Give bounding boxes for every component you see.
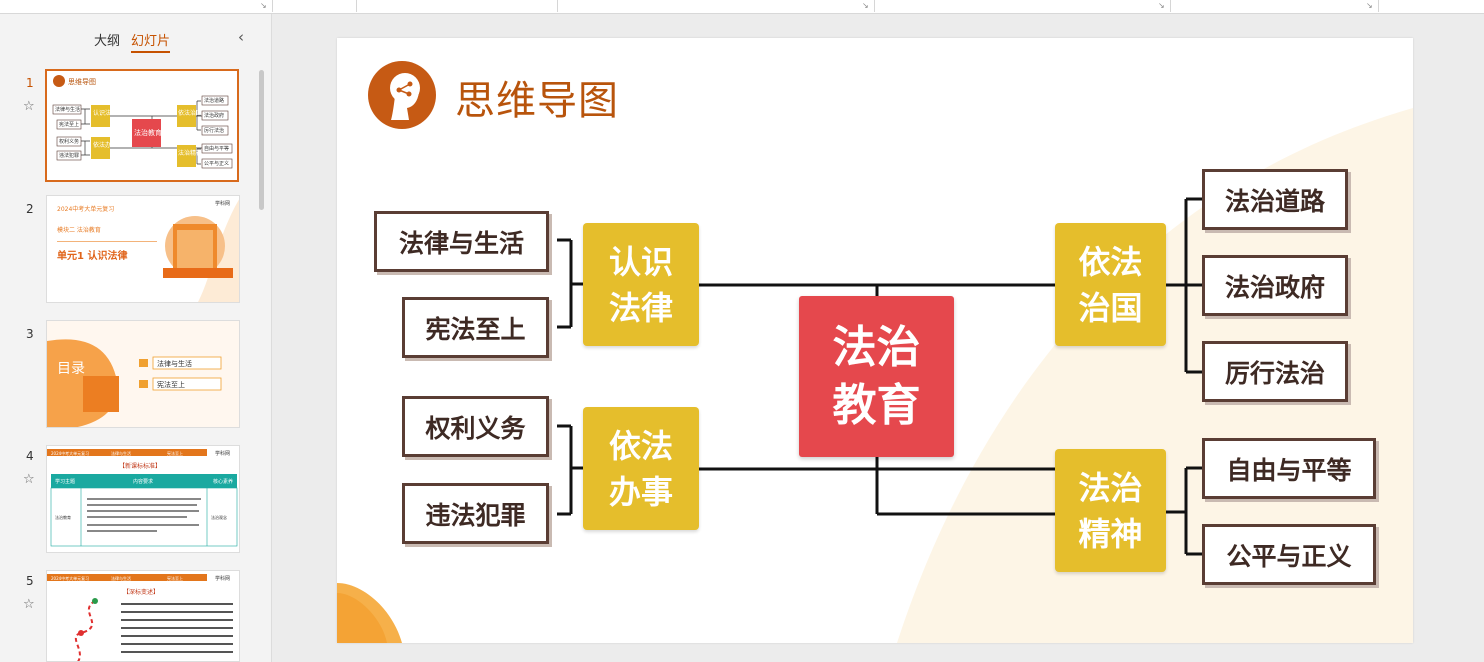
leaf-node[interactable]: 违法犯罪 xyxy=(402,483,549,544)
leaf-node[interactable]: 权利义务 xyxy=(402,396,549,457)
tab-slides[interactable]: 幻灯片 xyxy=(131,30,170,49)
thumb5-bar: 法律与生活 xyxy=(111,575,131,581)
slide-number: 1 xyxy=(26,76,34,90)
thumb4-bar: 法律与生活 xyxy=(111,450,131,456)
ribbon-strip: ↘ ↘ ↘ ↘ xyxy=(0,0,1484,14)
star-icon[interactable]: ☆ xyxy=(23,472,35,487)
category-node[interactable]: 依法 治国 xyxy=(1055,223,1166,346)
thumb4-brand: 学科网 xyxy=(215,450,230,457)
slide-thumbnail-5[interactable]: 2024中考大单元复习 法律与生活 宪法至上 学科网 【深标变述】 xyxy=(46,570,240,662)
tab-outline[interactable]: 大纲 xyxy=(94,30,120,49)
slides-panel: 大纲 幻灯片 ‹ 1 ☆ 思维导图 法律与生活 xyxy=(0,14,272,662)
star-icon[interactable]: ☆ xyxy=(23,99,35,114)
category-node[interactable]: 依法 办事 xyxy=(583,407,699,530)
thumb1-leaf: 宪法至上 xyxy=(59,121,79,128)
ribbon-separator xyxy=(1170,0,1171,12)
category-node[interactable]: 认识 法律 xyxy=(583,223,699,346)
thumb4-col: 核心素养 xyxy=(213,478,233,485)
thumb1-title: 思维导图 xyxy=(68,77,96,86)
collapse-panel-icon[interactable]: ‹ xyxy=(238,28,244,46)
thumbnail-3-preview: 目录 法律与生活 宪法至上 xyxy=(47,321,240,428)
thumbnail-2-preview: 2024中考大单元复习 学科网 模块二 法治教育 单元1 认识法律 xyxy=(47,196,240,303)
thumb3-toc: 目录 xyxy=(57,361,85,377)
thumbnail-4-preview: 2024中考大单元复习 法律与生活 宪法至上 学科网 【新课标标准】 学习主题 … xyxy=(47,446,240,553)
brain-icon xyxy=(368,61,436,129)
thumb4-col: 内容要求 xyxy=(133,478,153,485)
thumb4-literacy: 法治观念 xyxy=(211,514,227,520)
slide-number: 2 xyxy=(26,202,34,216)
ribbon-separator xyxy=(1378,0,1379,12)
ribbon-separator xyxy=(874,0,875,12)
thumb1-leaf: 厉行法治 xyxy=(204,127,224,134)
thumb1-cat: 依法治国 xyxy=(178,109,202,117)
dialog-launcher-icon[interactable]: ↘ xyxy=(862,1,869,11)
thumb1-leaf: 自由与平等 xyxy=(204,145,229,152)
dialog-launcher-icon[interactable]: ↘ xyxy=(1158,1,1165,11)
thumb4-theme: 法治教育 xyxy=(55,514,71,520)
leaf-node[interactable]: 法律与生活 xyxy=(374,211,549,272)
thumb5-bar: 宪法至上 xyxy=(167,575,183,581)
thumb1-cat: 认识法律 xyxy=(93,109,117,117)
slide-thumbnail-3[interactable]: 目录 法律与生活 宪法至上 xyxy=(46,320,240,428)
thumb1-center: 法治教育 xyxy=(134,128,162,137)
dialog-launcher-icon[interactable]: ↘ xyxy=(1366,1,1373,11)
thumb2-module: 模块二 法治教育 xyxy=(57,226,101,234)
thumb5-bar: 2024中考大单元复习 xyxy=(51,575,89,581)
slide-canvas[interactable]: 思维导图 法律与生活 宪法至上 权利义务 违法犯罪 认识 法律 依法 办事 法治… xyxy=(337,38,1413,643)
thumb5-heading: 【深标变述】 xyxy=(123,588,159,596)
ribbon-separator xyxy=(356,0,357,12)
thumb1-leaf: 法治道路 xyxy=(204,97,224,104)
thumb4-bar: 宪法至上 xyxy=(167,450,183,456)
center-node[interactable]: 法治 教育 xyxy=(799,296,954,457)
panel-scrollbar[interactable] xyxy=(259,70,264,210)
thumb3-item: 宪法至上 xyxy=(157,380,185,389)
thumb1-leaf: 公平与正义 xyxy=(204,160,229,167)
slide-title[interactable]: 思维导图 xyxy=(455,68,619,126)
thumb1-leaf: 违法犯罪 xyxy=(59,152,79,159)
dialog-launcher-icon[interactable]: ↘ xyxy=(260,1,267,11)
slide-thumbnail-1[interactable]: 思维导图 法律与生活 宪法至上 权利义务 违法犯罪 xyxy=(45,69,239,182)
thumb3-item: 法律与生活 xyxy=(157,359,192,368)
thumb2-unit: 单元1 认识法律 xyxy=(57,249,127,262)
ribbon-separator xyxy=(557,0,558,12)
thumb4-col: 学习主题 xyxy=(55,478,75,485)
thumb2-brand: 学科网 xyxy=(215,200,230,207)
leaf-node[interactable]: 公平与正义 xyxy=(1202,524,1376,585)
thumbnail-5-preview: 2024中考大单元复习 法律与生活 宪法至上 学科网 【深标变述】 xyxy=(47,571,240,662)
slide-thumbnail-2[interactable]: 2024中考大单元复习 学科网 模块二 法治教育 单元1 认识法律 xyxy=(46,195,240,303)
leaf-node[interactable]: 法治道路 xyxy=(1202,169,1348,230)
leaf-node[interactable]: 厉行法治 xyxy=(1202,341,1348,402)
thumb2-header: 2024中考大单元复习 xyxy=(57,205,114,213)
thumbnail-1-preview: 思维导图 法律与生活 宪法至上 权利义务 违法犯罪 xyxy=(47,71,239,180)
thumb1-leaf: 权利义务 xyxy=(59,138,79,145)
leaf-node[interactable]: 宪法至上 xyxy=(402,297,549,358)
slide-number: 4 xyxy=(26,449,34,463)
ribbon-separator xyxy=(272,0,273,12)
thumb1-cat: 依法办事 xyxy=(93,141,117,149)
thumb5-brand: 学科网 xyxy=(215,575,230,582)
slide-thumbnail-4[interactable]: 2024中考大单元复习 法律与生活 宪法至上 学科网 【新课标标准】 学习主题 … xyxy=(46,445,240,553)
leaf-node[interactable]: 自由与平等 xyxy=(1202,438,1376,499)
star-icon[interactable]: ☆ xyxy=(23,597,35,612)
thumb4-bar: 2024中考大单元复习 xyxy=(51,450,89,456)
category-node[interactable]: 法治 精神 xyxy=(1055,449,1166,572)
thumb4-heading: 【新课标标准】 xyxy=(119,462,161,470)
thumb1-cat: 法治精神 xyxy=(178,149,202,157)
leaf-node[interactable]: 法治政府 xyxy=(1202,255,1348,316)
slide-number: 5 xyxy=(26,574,34,588)
thumb1-leaf: 法律与生活 xyxy=(55,106,80,113)
slide-number: 3 xyxy=(26,327,34,341)
panel-tabs: 大纲 幻灯片 xyxy=(0,30,272,50)
thumb1-leaf: 法治政府 xyxy=(204,112,224,119)
